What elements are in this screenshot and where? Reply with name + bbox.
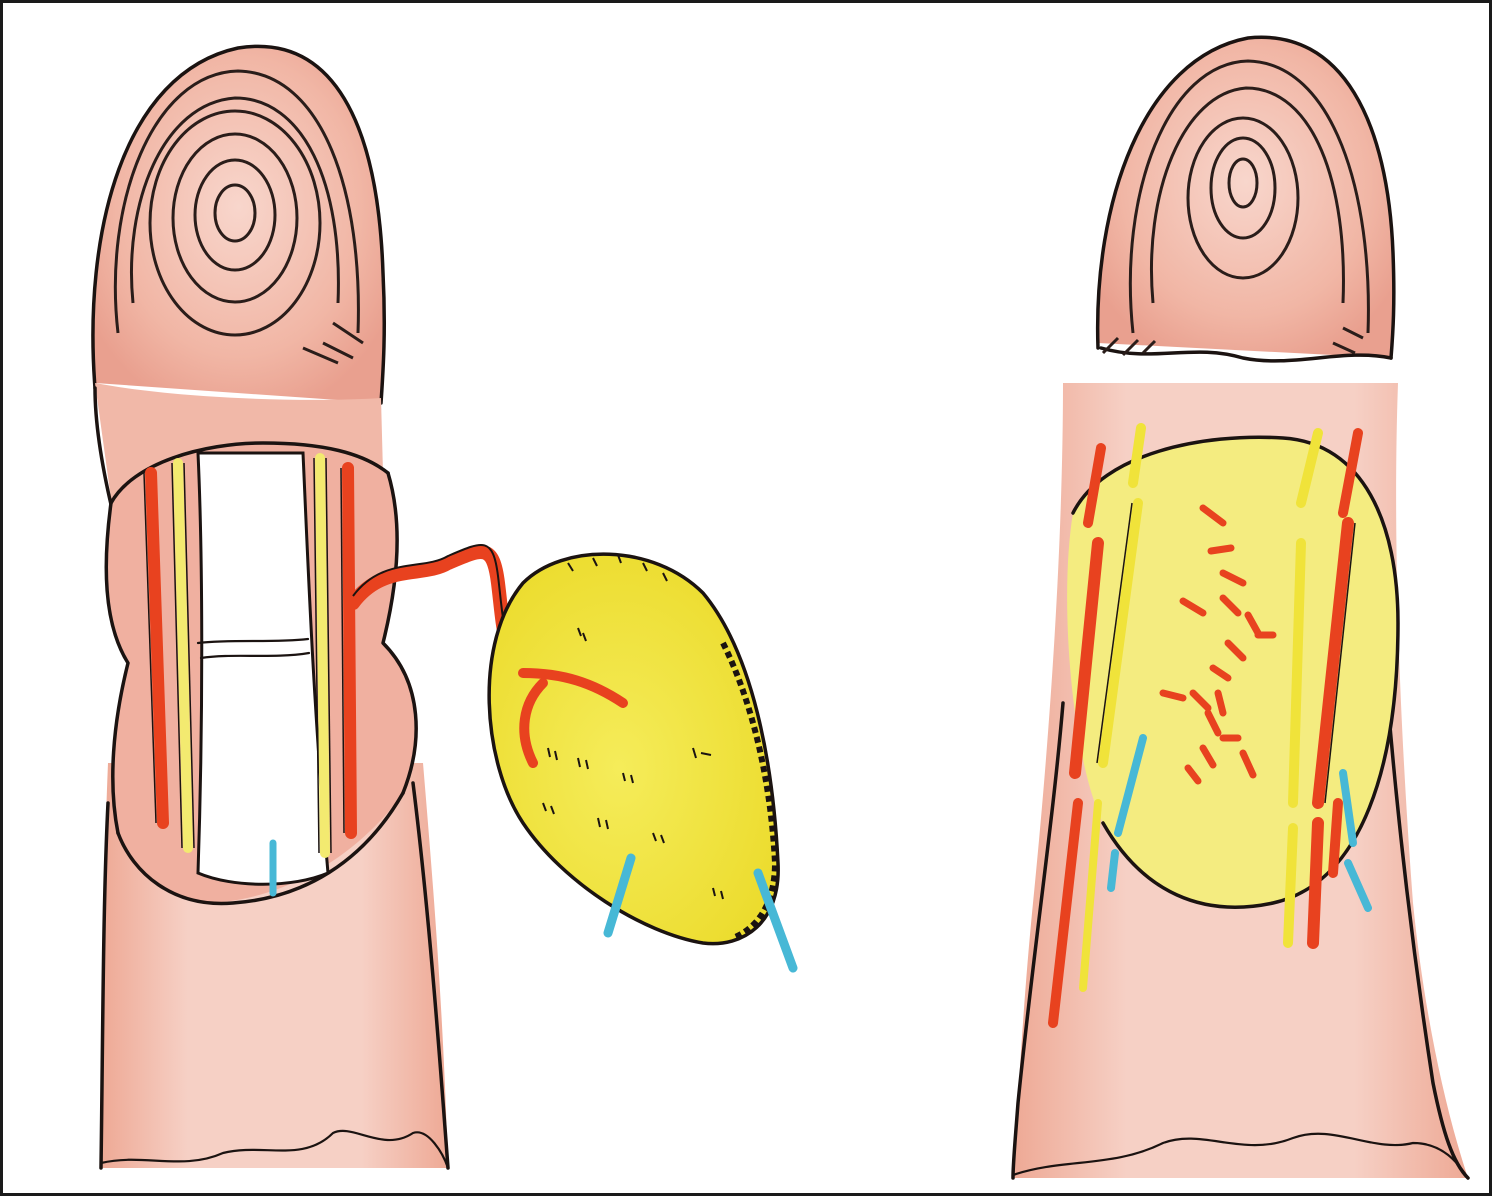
right-blue-3 [1339, 769, 1357, 847]
illustration [91, 35, 1470, 1180]
flap-body [489, 554, 779, 944]
left-fingertip [92, 46, 385, 403]
right-nerve-6[interactable] [1283, 823, 1298, 948]
right-dashed-branches [1159, 504, 1277, 785]
right-artery-5[interactable] [1312, 517, 1354, 809]
flap-texture [542, 554, 724, 900]
right-artery-3[interactable] [1048, 798, 1083, 1028]
left-artery-radial[interactable] [145, 467, 169, 829]
right-blue-2 [1107, 849, 1119, 892]
right-artery-2[interactable] [1069, 537, 1104, 779]
left-fingerprint [113, 69, 364, 365]
right-nerve-4[interactable] [1296, 428, 1323, 508]
left-nerve-radial[interactable] [173, 458, 193, 853]
right-finger [1011, 35, 1470, 1180]
flap[interactable] [487, 552, 798, 973]
flap-pin-left [603, 853, 636, 938]
flap-pin-right [753, 868, 798, 973]
right-artery-7[interactable] [1328, 798, 1343, 878]
right-nerve-2[interactable] [1098, 498, 1143, 768]
right-nerve-3[interactable] [1079, 799, 1102, 992]
left-artery-ulnar[interactable] [342, 462, 357, 839]
left-tendon[interactable] [196, 451, 330, 886]
right-artery-6[interactable] [1307, 817, 1324, 949]
right-nerve-1[interactable] [1128, 423, 1146, 488]
left-finger [91, 44, 620, 1170]
right-artery-1[interactable] [1083, 443, 1106, 528]
right-nerve-5[interactable] [1288, 538, 1306, 808]
right-fingerprint [1101, 59, 1370, 357]
right-artery-4[interactable] [1338, 428, 1363, 518]
right-blue-4 [1344, 859, 1372, 912]
right-fingertip [1097, 37, 1394, 359]
right-blue-1 [1114, 734, 1147, 837]
left-nerve-ulnar[interactable] [315, 453, 330, 858]
